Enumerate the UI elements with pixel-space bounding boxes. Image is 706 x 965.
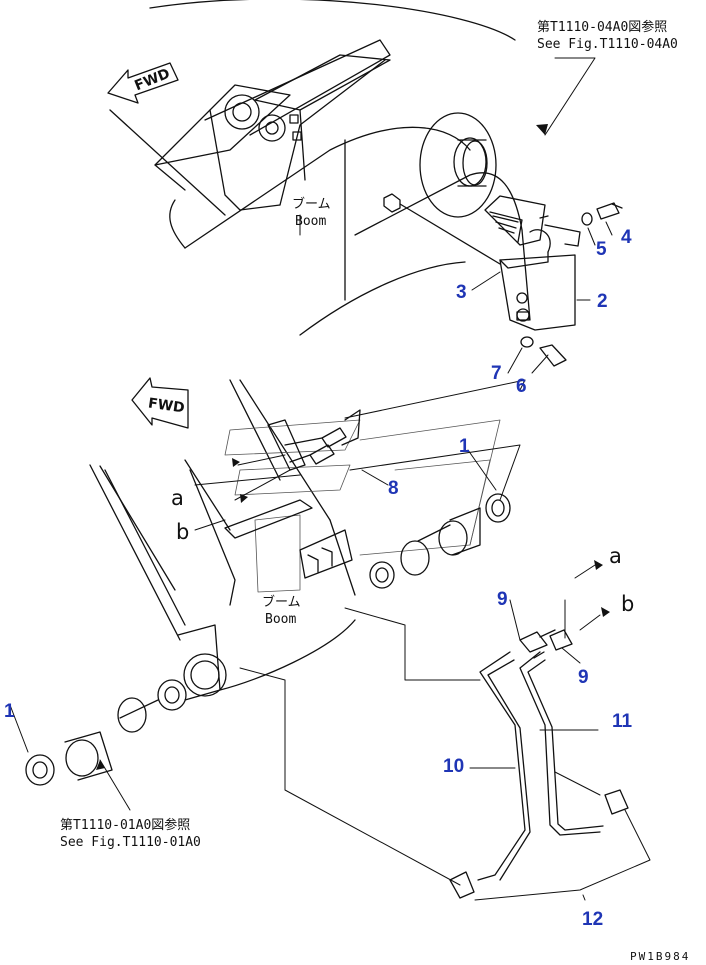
fitting-9-upper [519, 629, 556, 653]
callout-12: 12 [582, 909, 604, 930]
boom-hose-fittings [284, 427, 347, 465]
lamp-bracket [499, 229, 576, 331]
callout-11: 11 [612, 711, 633, 732]
fwd-arrow-middle [131, 377, 189, 429]
bushing-set-upper [369, 493, 511, 589]
reference-bottom-en: See Fig.T1110-01A0 [60, 835, 201, 850]
lamp-hardware [383, 193, 623, 367]
callout-3: 3 [456, 282, 467, 303]
callout-10: 10 [443, 756, 465, 777]
callout-6: 6 [516, 376, 527, 397]
hose-10 [477, 651, 531, 881]
hose-11 [519, 651, 604, 836]
callout-4: 4 [621, 227, 632, 248]
elbow-fitting-12 [449, 789, 629, 899]
boom-side-boss [419, 112, 497, 218]
boom-label-top-en: Boom [295, 214, 327, 229]
callout-5: 5 [596, 239, 607, 260]
boom-label-middle-en: Boom [265, 612, 297, 627]
upper-boom-body [109, 0, 531, 336]
boom-top-bracket [154, 39, 391, 211]
boom-label-middle-jp: ブーム [262, 595, 301, 610]
callout-1-upper: 1 [459, 436, 470, 457]
connection-a-left: a [171, 486, 184, 510]
background-logo [224, 419, 501, 593]
connection-b-left: b [176, 520, 190, 544]
fitting-9-lower [533, 629, 573, 659]
callout-9-upper: 9 [497, 589, 508, 610]
leader-lines [9, 57, 651, 901]
work-lamp [484, 195, 581, 247]
reference-top-jp: 第T1110-04A0図参照 [537, 20, 668, 35]
lower-boom-body [89, 379, 356, 701]
connection-a-right: a [609, 544, 622, 568]
reference-top-en: See Fig.T1110-04A0 [537, 37, 678, 52]
reference-bottom-jp: 第T1110-01A0図参照 [60, 818, 191, 833]
bushing-set-lower [25, 679, 187, 786]
callout-8: 8 [388, 478, 399, 499]
arrowheads [96, 124, 610, 770]
fwd-arrow-top [107, 62, 179, 104]
callout-7: 7 [491, 363, 502, 384]
callout-1-lower: 1 [4, 701, 15, 722]
connection-b-right: b [621, 592, 635, 616]
boom-label-top-jp: ブーム [292, 197, 331, 212]
callout-2: 2 [597, 291, 608, 312]
callout-9-lower: 9 [578, 667, 589, 688]
drawing-code: PW1B984 [630, 950, 691, 963]
